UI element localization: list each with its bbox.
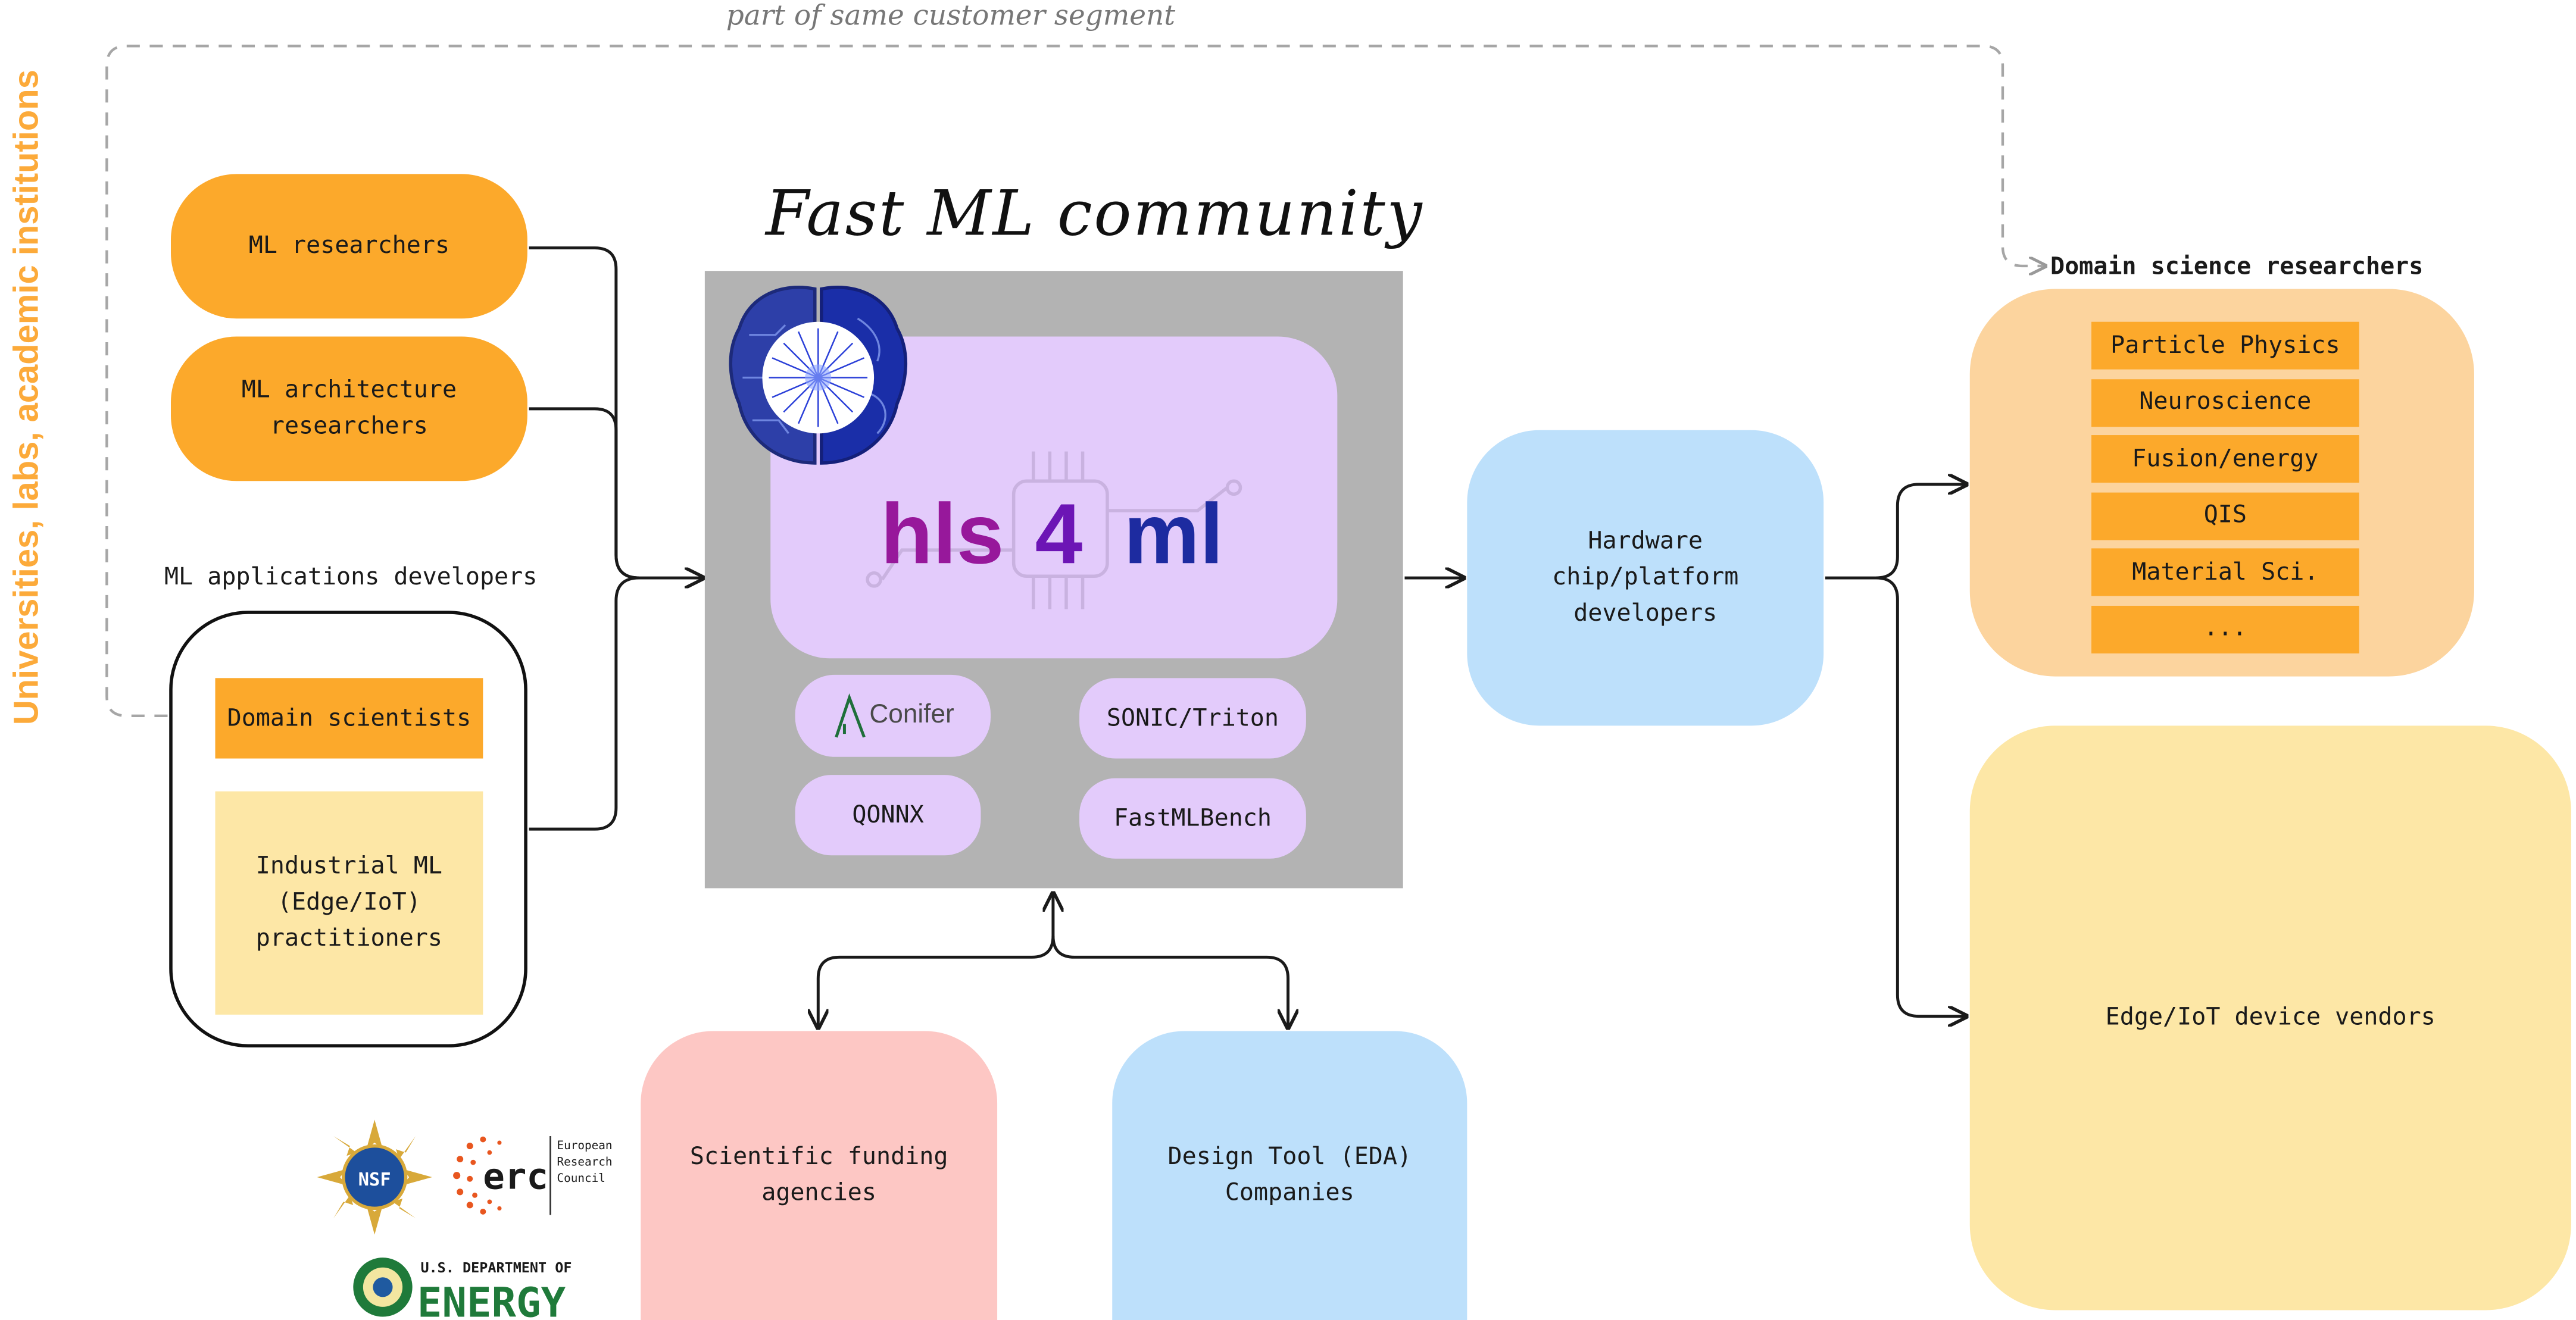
connector-ml-arch <box>529 407 639 580</box>
conifer-pill: Conifer <box>795 674 991 757</box>
dashed-segment-line <box>105 45 2045 718</box>
conifer-label: Conifer <box>869 700 954 729</box>
funding-agencies-box: Scientific funding agencies <box>641 1031 998 1320</box>
connector-hardware-edge <box>1876 576 1966 1016</box>
brain-logo-icon <box>729 286 907 465</box>
segment-note: part of same customer segment <box>726 0 1176 33</box>
ml-architecture-researchers-box: ML architecture researchers <box>170 336 527 481</box>
domain-science-label: Domain science researchers <box>2050 254 2424 281</box>
qonnx-pill: QONNX <box>795 775 981 856</box>
arrow-center-bottom <box>818 893 1053 1028</box>
doe-logo-icon: U.S. DEPARTMENT OF ENERGY <box>353 1258 572 1320</box>
industrial-ml-box: Industrial ML (Edge/IoT) practitioners <box>215 791 483 1015</box>
connector-ml-researchers <box>529 246 639 580</box>
arrow-center-eda <box>1051 936 1288 1027</box>
sonic-triton-pill: SONIC/Triton <box>1079 678 1306 759</box>
domain-item: QIS <box>2091 492 2359 540</box>
erc-text: erc <box>483 1156 548 1197</box>
ml-app-dev-label: ML applications developers <box>164 564 538 592</box>
domain-item: Particle Physics <box>2091 321 2359 370</box>
connector-ml-app-dev <box>529 576 639 831</box>
domain-item: Fusion/energy <box>2091 435 2359 483</box>
logo-hls: hls <box>880 487 1004 583</box>
hardware-developers-box: Hardware chip/platform developers <box>1467 430 1824 726</box>
domain-item: ... <box>2091 605 2359 653</box>
doe-line1: U.S. DEPARTMENT OF <box>420 1259 572 1276</box>
edge-iot-vendors-box: Edge/IoT device vendors <box>1969 725 2571 1310</box>
domain-item: Neuroscience <box>2091 378 2359 426</box>
eda-companies-box: Design Tool (EDA) Companies <box>1112 1031 1467 1320</box>
logo-4: 4 <box>1035 487 1083 583</box>
nsf-logo-icon: NSF <box>317 1119 432 1235</box>
side-label: Universities, labs, academic institution… <box>8 70 46 725</box>
logo-ml: ml <box>1123 487 1224 583</box>
connector-hardware-right <box>1825 484 1966 580</box>
doe-line2: ENERGY <box>417 1279 566 1320</box>
domain-scientists-box: Domain scientists <box>215 678 483 759</box>
nsf-text: NSF <box>358 1169 391 1190</box>
chip-icon <box>866 451 1242 609</box>
page-title: Fast ML community <box>765 177 1424 250</box>
conifer-icon <box>835 693 866 738</box>
ml-researchers-box: ML researchers <box>170 174 527 319</box>
fastmlbench-pill: FastMLBench <box>1079 778 1306 859</box>
domain-item: Material Sci. <box>2091 548 2359 596</box>
